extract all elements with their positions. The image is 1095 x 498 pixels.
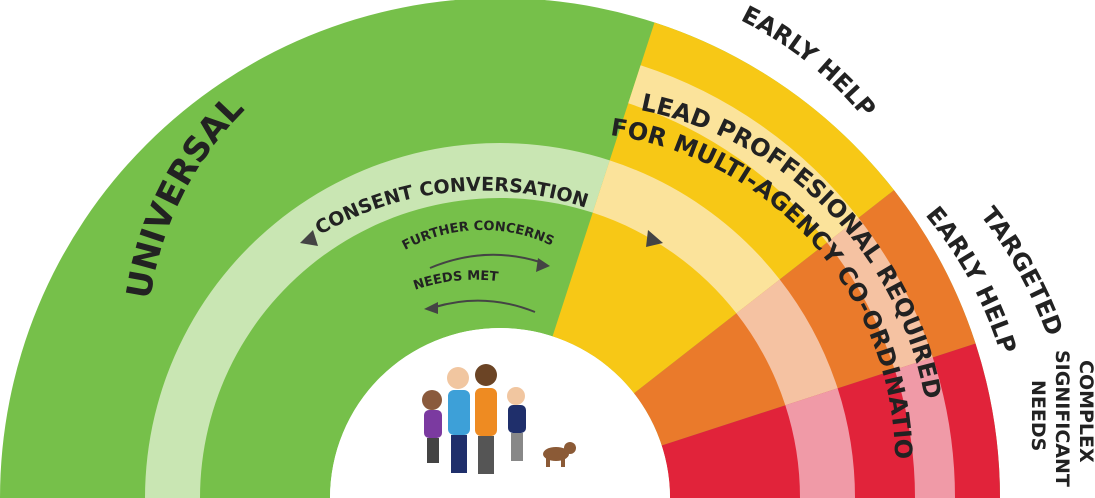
left-arrow-icon [300, 230, 318, 246]
lead-band-red [894, 357, 955, 498]
consent-band-orange [736, 279, 838, 406]
further-concerns-arrow-icon [429, 253, 541, 269]
family-illustration-icon [422, 364, 576, 474]
father-legs-icon [478, 436, 494, 474]
early-help-band [552, 22, 895, 394]
consent-band-red [785, 388, 855, 498]
child-right-body-icon [508, 405, 526, 433]
child-left-head-icon [422, 390, 442, 410]
complex-label-group: COMPLEX SIGNIFICANT NEEDS [1027, 350, 1095, 487]
needs-met-arrowhead-icon [424, 302, 438, 314]
consent-band-yellow [592, 160, 780, 314]
mother-body-icon [448, 390, 470, 435]
mother-legs-icon [451, 435, 467, 473]
needs-met-arrow-icon [434, 299, 536, 313]
complex-label-line3: NEEDS [1027, 380, 1049, 451]
bands-group [0, 0, 1000, 498]
right-arrow-icon [646, 230, 663, 247]
child-right-legs-icon [511, 433, 523, 461]
father-head-icon [475, 364, 497, 386]
further-concerns-arrowhead-icon [536, 258, 550, 272]
consent-band-green [145, 142, 610, 498]
mother-head-icon [447, 367, 469, 389]
dog-icon [543, 442, 576, 467]
complex-label-line2: SIGNIFICANT [1051, 350, 1073, 487]
center-hole [330, 328, 670, 498]
child-right-head-icon [507, 387, 525, 405]
father-body-icon [475, 388, 497, 436]
child-left-legs-icon [427, 438, 439, 463]
lead-band-yellow [628, 65, 859, 243]
complex-label-line1: COMPLEX [1075, 360, 1095, 463]
child-left-body-icon [424, 410, 442, 438]
lead-band-orange [827, 217, 933, 370]
